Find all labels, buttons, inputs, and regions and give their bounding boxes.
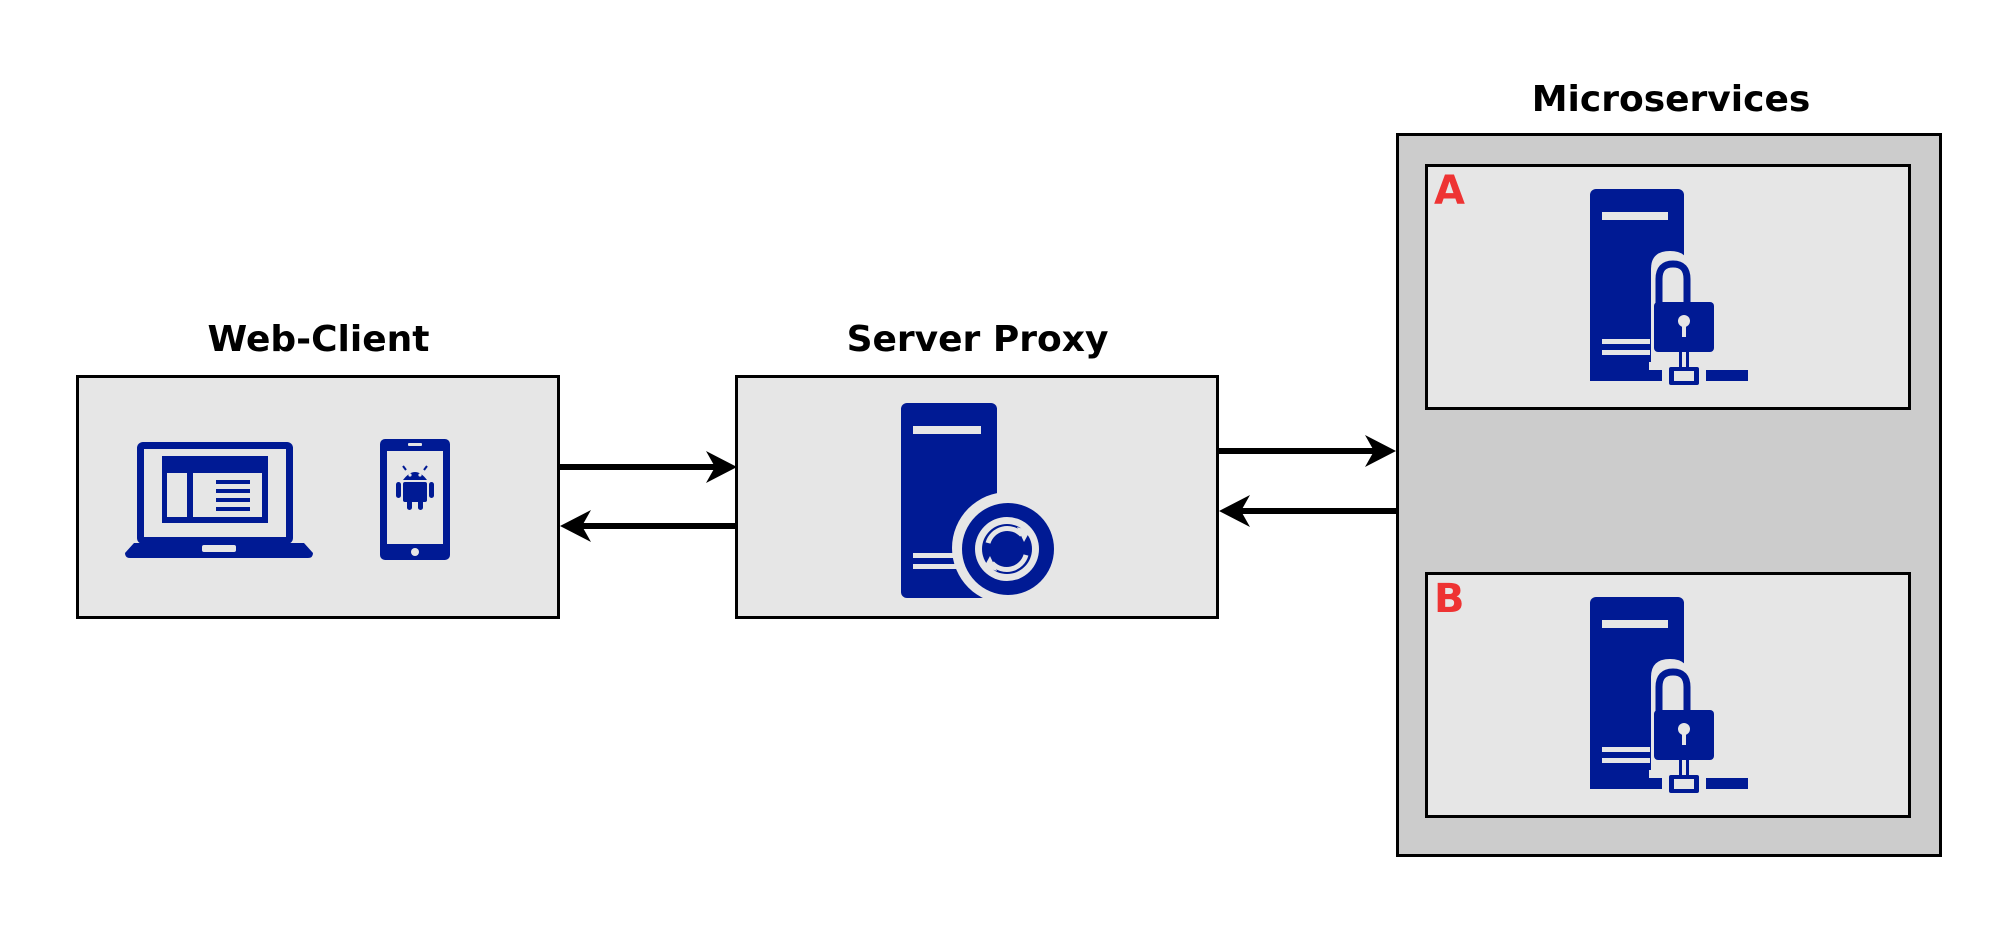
service-label-a: A [1434,168,1465,214]
arrow-proxy-to-microservices [1219,435,1396,467]
microservice-b-box: B [1425,572,1911,818]
secure-server-icon [1590,597,1748,793]
microservices-title: Microservices [1531,79,1811,120]
server-sync-icon [901,403,1062,601]
arrow-microservices-to-proxy [1219,495,1396,527]
service-label-b: B [1434,576,1465,622]
microservice-a-box: A [1425,164,1911,410]
server-proxy-title: Server Proxy [846,319,1109,360]
web-client-title: Web-Client [207,319,430,360]
server-proxy-box [735,375,1219,619]
secure-server-icon [1590,189,1748,385]
microservices-group: A B [1396,133,1942,857]
web-client-box [76,375,560,619]
arrow-proxy-to-web-client [560,510,735,542]
laptop-icon [125,442,313,558]
arrow-web-client-to-proxy [560,451,737,483]
android-tablet-icon [380,439,450,560]
